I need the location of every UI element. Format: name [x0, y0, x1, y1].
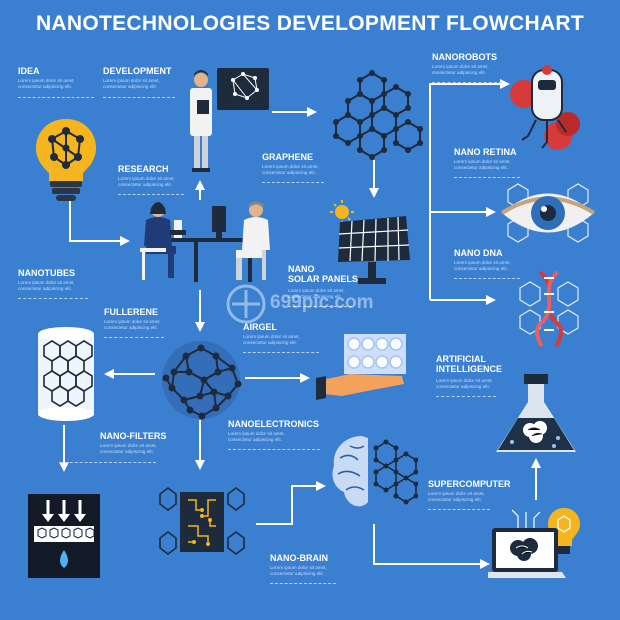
leader-idea — [18, 97, 94, 98]
desc-airgel: Lorem ipsum dolor sit amet, consectetur … — [243, 334, 300, 345]
desc-nanoelectronics: Lorem ipsum dolor sit amet, consectetur … — [228, 431, 285, 442]
label-fullerene: FULLERENE — [104, 307, 158, 317]
label-supercomputer: SUPERCOMPUTER — [428, 479, 511, 489]
leader-nano-retina — [454, 177, 520, 178]
solar-panel-icon — [330, 200, 410, 284]
nano-filter-icon — [28, 494, 100, 578]
label-nano-brain: NANO-BRAIN — [270, 553, 328, 563]
label-nanoelectronics: NANOELECTRONICS — [228, 419, 320, 429]
arrow-brain-supercomputer — [373, 524, 490, 569]
desc-artificial-intelligence: Lorem ipsum dolor sit amet, consectetur … — [436, 378, 493, 389]
label-graphene: GRAPHENE — [262, 152, 314, 162]
desc-fullerene: Lorem ipsum dolor sit amet, consectetur … — [104, 319, 161, 330]
label-nanorobots: NANOROBOTS — [432, 52, 497, 62]
nano-brain-icon — [332, 436, 418, 507]
label-nano-dna: NANO DNA — [454, 248, 503, 258]
ai-flask-icon — [496, 374, 576, 452]
watermark-text: 699pic.com — [270, 292, 374, 313]
scientist-board-icon — [190, 68, 269, 172]
nanotube-icon — [38, 327, 94, 421]
desc-nano-retina: Lorem ipsum dolor sit amet, consectetur … — [454, 159, 511, 170]
label-idea: IDEA — [18, 66, 40, 76]
label-research: RESEARCH — [118, 164, 169, 174]
leader-development — [103, 97, 175, 98]
desc-supercomputer: Lorem ipsum dolor sit amet, consectetur … — [428, 491, 485, 502]
leader-nano-dna — [454, 278, 520, 279]
leader-nanotubes — [18, 298, 88, 299]
desc-nanotubes: Lorem ipsum dolor sit amet, consectetur … — [18, 280, 75, 291]
desc-idea: Lorem ipsum dolor sit amet, consectetur … — [18, 78, 75, 89]
desc-nano-brain: Lorem ipsum dolor sit amet, consectetur … — [270, 565, 327, 576]
label-development: DEVELOPMENT — [103, 66, 172, 76]
watermark: 699pic.com — [226, 282, 386, 326]
laptop-icon — [488, 508, 580, 578]
lightbulb-icon — [36, 119, 96, 201]
desc-development: Lorem ipsum dolor sit amet, consectetur … — [103, 78, 160, 89]
eye-icon — [500, 183, 596, 243]
leader-nano-solar-panels — [288, 306, 352, 307]
nanorobot-icon — [510, 65, 580, 150]
label-nano-solar-panels: NANO SOLAR PANELS — [288, 264, 358, 284]
leader-research — [118, 194, 184, 195]
label-nano-retina: NANO RETINA — [454, 147, 517, 157]
leader-nano-filters — [60, 462, 156, 463]
label-nano-filters: NANO-FILTERS — [100, 431, 167, 441]
arrow-nanoelectronics-brain — [256, 481, 326, 525]
leader-nano-brain — [270, 583, 336, 584]
page-title: NANOTECHNOLOGIES DEVELOPMENT FLOWCHART — [35, 12, 585, 35]
leader-airgel — [243, 352, 319, 353]
desc-nano-dna: Lorem ipsum dolor sit amet, consectetur … — [454, 260, 511, 271]
research-lab-icon — [140, 201, 270, 282]
arrow-graphene-nanorobots — [429, 79, 510, 110]
leader-artificial-intelligence — [436, 396, 496, 397]
desc-nano-filters: Lorem ipsum dolor sit amet, consectetur … — [100, 443, 157, 454]
fullerene-icon — [162, 341, 242, 420]
label-airgel: AIRGEL — [243, 322, 278, 332]
desc-research: Lorem ipsum dolor sit amet, consectetur … — [118, 176, 175, 187]
label-artificial-intelligence: ARTIFICIAL INTELLIGENCE — [436, 354, 503, 374]
dna-icon — [519, 270, 579, 348]
label-nanotubes: NANOTUBES — [18, 268, 76, 278]
leader-supercomputer — [428, 509, 490, 510]
leader-graphene — [262, 182, 324, 183]
graphene-lattice-icon — [333, 70, 423, 160]
leader-nanoelectronics — [228, 449, 320, 450]
desc-nano-solar-panels: Lorem ipsum dolor sit amet, consectetur … — [288, 288, 345, 299]
desc-nanorobots: Lorem ipsum dolor sit amet, consectetur … — [432, 64, 489, 75]
leader-nanorobots — [432, 82, 502, 83]
arrow-idea-research — [69, 196, 130, 246]
chip-icon — [159, 487, 245, 555]
desc-graphene: Lorem ipsum dolor sit amet, consectetur … — [262, 164, 319, 175]
leader-fullerene — [104, 337, 164, 338]
watermark-logo-icon — [226, 284, 266, 324]
airgel-hand-icon — [316, 334, 406, 400]
